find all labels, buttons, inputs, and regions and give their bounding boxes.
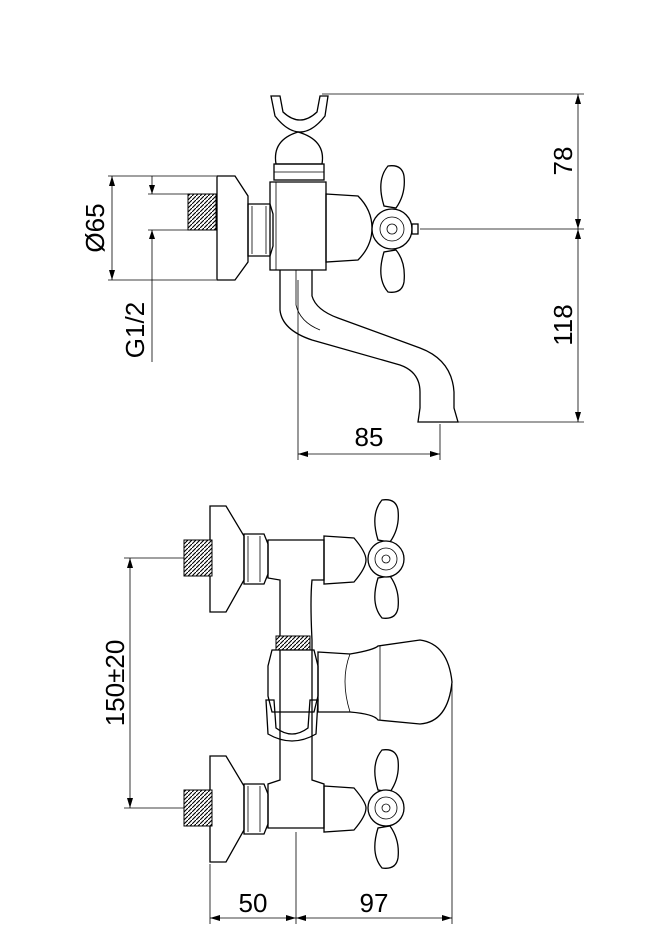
mixer-body <box>269 181 327 271</box>
valve-housing <box>325 193 373 263</box>
diverter-dome <box>274 131 324 165</box>
shower-holder <box>270 95 329 133</box>
dim-center-distance: 150±20 <box>100 640 130 727</box>
thread-nipple <box>187 193 217 231</box>
dim-spout-reach: 85 <box>355 422 384 452</box>
wall-flange <box>216 175 249 281</box>
shower-holder-plan <box>265 699 319 742</box>
dim-thread: G1/2 <box>120 302 150 358</box>
cross-handle-lower <box>367 749 405 869</box>
cross-handle-upper <box>367 499 405 619</box>
dim-height-lower: 118 <box>548 304 578 345</box>
bath-spout <box>279 270 459 423</box>
wall-flange-upper <box>209 505 245 613</box>
dim-height-upper: 78 <box>548 147 578 176</box>
wall-flange-lower <box>209 755 245 863</box>
plan-view: 150±20 50 97 <box>100 499 453 924</box>
dim-body-depth: 97 <box>360 888 389 918</box>
mixer-bar <box>267 539 325 829</box>
shower-outlet-thread <box>275 635 311 651</box>
cross-handle-side <box>371 165 419 293</box>
dim-diameter: Ø65 <box>80 203 110 252</box>
dim-wall-offset: 50 <box>239 888 268 918</box>
side-view: Ø65 G1/2 78 118 85 <box>80 93 584 460</box>
bath-spout-plan <box>317 639 453 725</box>
